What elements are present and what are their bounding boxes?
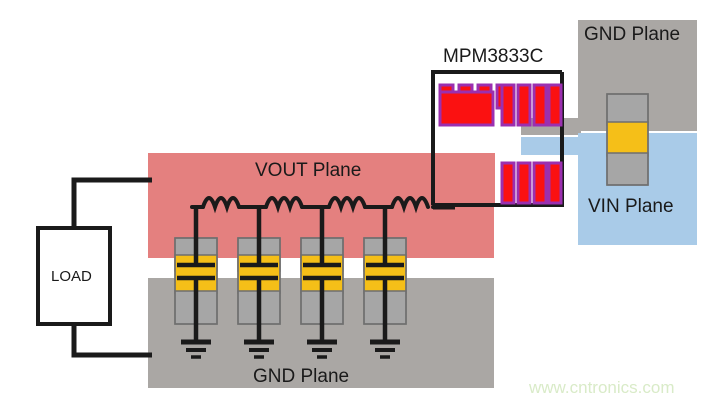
ground-symbols [181,339,400,359]
ground-symbol-2 [244,339,274,359]
ground-symbol-1 [181,339,211,359]
load-gnd-wire [71,324,152,358]
ground-symbol-4 [370,339,400,359]
ground-symbol-3 [307,339,337,359]
vin-plane-tab [521,137,581,155]
vout-plane-chip-extension [433,153,495,205]
watermark: www.cntronics.com [529,378,675,397]
load-label: LOAD [51,268,92,285]
vout-plane-label: VOUT Plane [255,160,362,181]
inductor-3 [327,196,367,214]
gnd-plane-bottom-label: GND Plane [253,366,350,387]
inductor-1 [201,196,241,214]
gnd-plane-top-label: GND Plane [584,24,681,45]
load-wiring [71,177,152,358]
inductor-2 [264,196,304,214]
input-capacitor [606,93,649,186]
load-vout-wire [71,177,152,228]
capacitor-schematic-symbols [177,207,404,340]
chip-title-label: MPM3833C [443,46,544,67]
inductor-4 [390,196,430,214]
chip-die-pad [438,90,495,127]
vin-plane-label: VIN Plane [588,196,674,217]
chip-pads-top-right [500,83,563,127]
chip-pads-bottom [500,161,563,205]
